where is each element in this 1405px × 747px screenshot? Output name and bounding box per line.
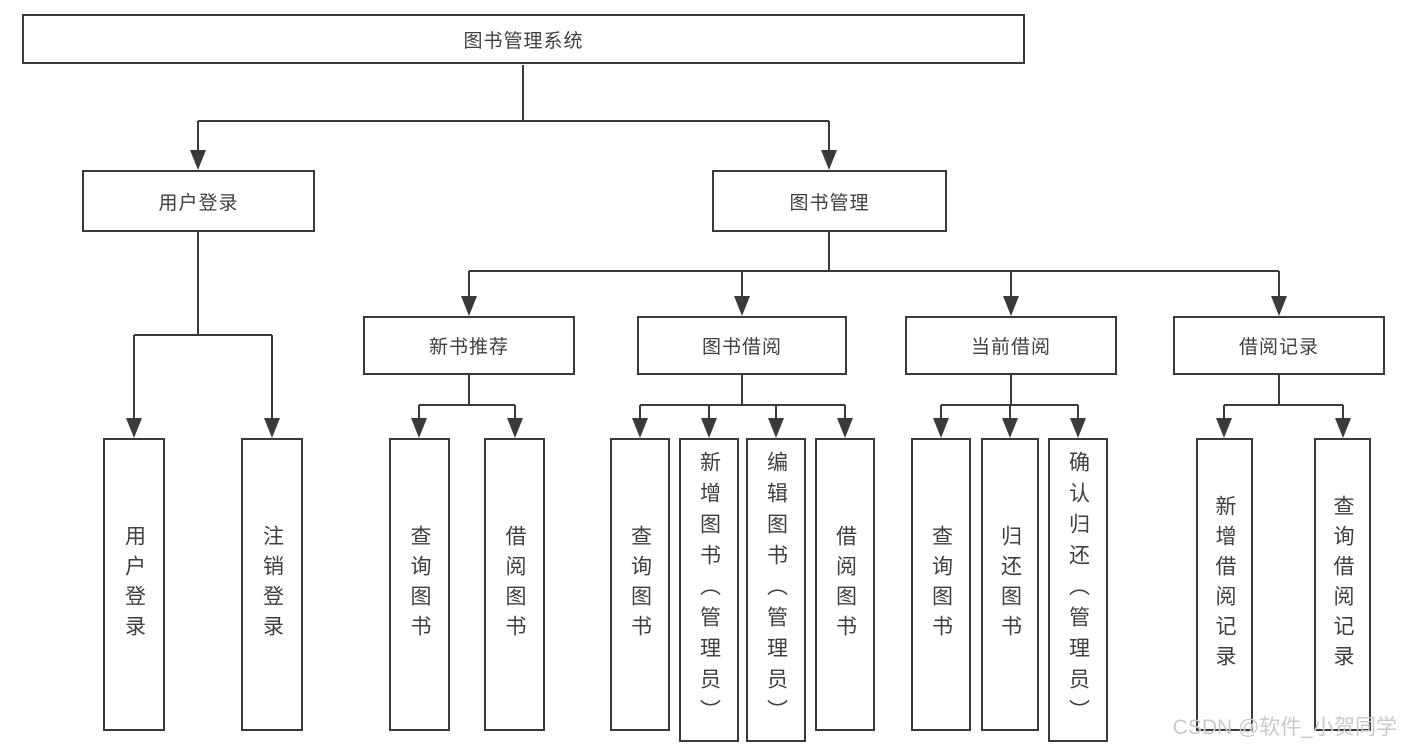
arrowhead: [734, 296, 750, 316]
node-label: 新增图书（管理员）: [697, 450, 721, 730]
connector-currentborrow-to-leaves: [940, 375, 1079, 419]
arrowhead: [1003, 296, 1019, 316]
arrowhead: [461, 296, 477, 316]
node-leaf-add-borrow-record: 新增借阅记录: [1196, 438, 1253, 731]
arrowhead: [933, 418, 949, 438]
arrowhead: [1271, 296, 1287, 316]
node-leaf-query-borrow-record: 查询借阅记录: [1314, 438, 1371, 731]
node-leaf-query-books-current: 查询图书: [911, 438, 971, 731]
node-leaf-query-books-borrowing: 查询图书: [610, 438, 670, 731]
node-label: 用户登录: [122, 524, 146, 645]
node-label: 注销登录: [260, 524, 284, 645]
arrowhead: [1070, 418, 1086, 438]
node-label: 确认归还（管理员）: [1066, 450, 1090, 730]
arrowhead: [126, 418, 142, 438]
node-book-borrowing: 图书借阅: [637, 316, 847, 375]
arrowhead: [1335, 418, 1351, 438]
arrowhead: [768, 418, 784, 438]
arrowhead: [1002, 418, 1018, 438]
connector-userlogin-to-leaves: [133, 232, 273, 419]
connector-bookmgmt-to-level3: [468, 232, 1280, 297]
node-borrowing-records: 借阅记录: [1173, 316, 1385, 375]
node-label: 查询借阅记录: [1331, 494, 1354, 675]
node-new-book-recommendation: 新书推荐: [363, 316, 575, 375]
arrowhead: [190, 150, 206, 170]
node-leaf-borrow-books-rec: 借阅图书: [484, 438, 545, 731]
node-leaf-confirm-return-admin: 确认归还（管理员）: [1048, 438, 1108, 742]
arrowhead: [1216, 418, 1232, 438]
node-label: 新增借阅记录: [1213, 494, 1236, 675]
arrowhead: [411, 418, 427, 438]
arrowhead: [701, 418, 717, 438]
node-leaf-query-books-rec: 查询图书: [389, 438, 450, 731]
node-label: 新书推荐: [428, 337, 509, 358]
node-label: 查询图书: [628, 524, 652, 645]
node-leaf-return-books: 归还图书: [981, 438, 1039, 731]
arrowhead: [837, 418, 853, 438]
node-book-management: 图书管理: [712, 170, 947, 232]
csdn-watermark: CSDN @软件_小贺同学: [1172, 716, 1397, 739]
node-leaf-borrow-books-borrowing: 借阅图书: [815, 438, 875, 731]
node-label: 编辑图书（管理员）: [764, 450, 788, 730]
node-label: 图书管理系统: [463, 30, 584, 52]
node-leaf-user-login: 用户登录: [103, 438, 165, 731]
arrowhead: [507, 418, 523, 438]
node-label: 图书借阅: [701, 337, 782, 358]
node-label: 用户登录: [158, 192, 239, 214]
node-label: 借阅图书: [833, 524, 857, 645]
arrowhead: [821, 150, 837, 170]
node-current-borrowing: 当前借阅: [905, 316, 1117, 375]
node-label: 归还图书: [998, 524, 1022, 645]
connector-newbookrec-to-leaves: [418, 375, 516, 419]
node-user-login: 用户登录: [82, 170, 315, 232]
connector-root-to-level2: [197, 65, 830, 151]
node-label: 当前借阅: [970, 337, 1051, 358]
arrowhead: [264, 418, 280, 438]
node-leaf-add-books-admin: 新增图书（管理员）: [679, 438, 739, 742]
connector-bookborrow-to-leaves: [639, 375, 846, 419]
node-leaf-logout: 注销登录: [241, 438, 303, 731]
node-label: 借阅图书: [503, 524, 526, 645]
node-label: 查询图书: [929, 524, 953, 645]
node-label: 借阅记录: [1238, 337, 1319, 358]
node-leaf-edit-books-admin: 编辑图书（管理员）: [746, 438, 806, 742]
node-library-management-system: 图书管理系统: [22, 14, 1025, 64]
node-label: 图书管理: [789, 192, 870, 214]
connector-borrowrecord-to-leaves: [1223, 375, 1344, 419]
arrowhead: [632, 418, 648, 438]
node-label: 查询图书: [408, 524, 431, 645]
